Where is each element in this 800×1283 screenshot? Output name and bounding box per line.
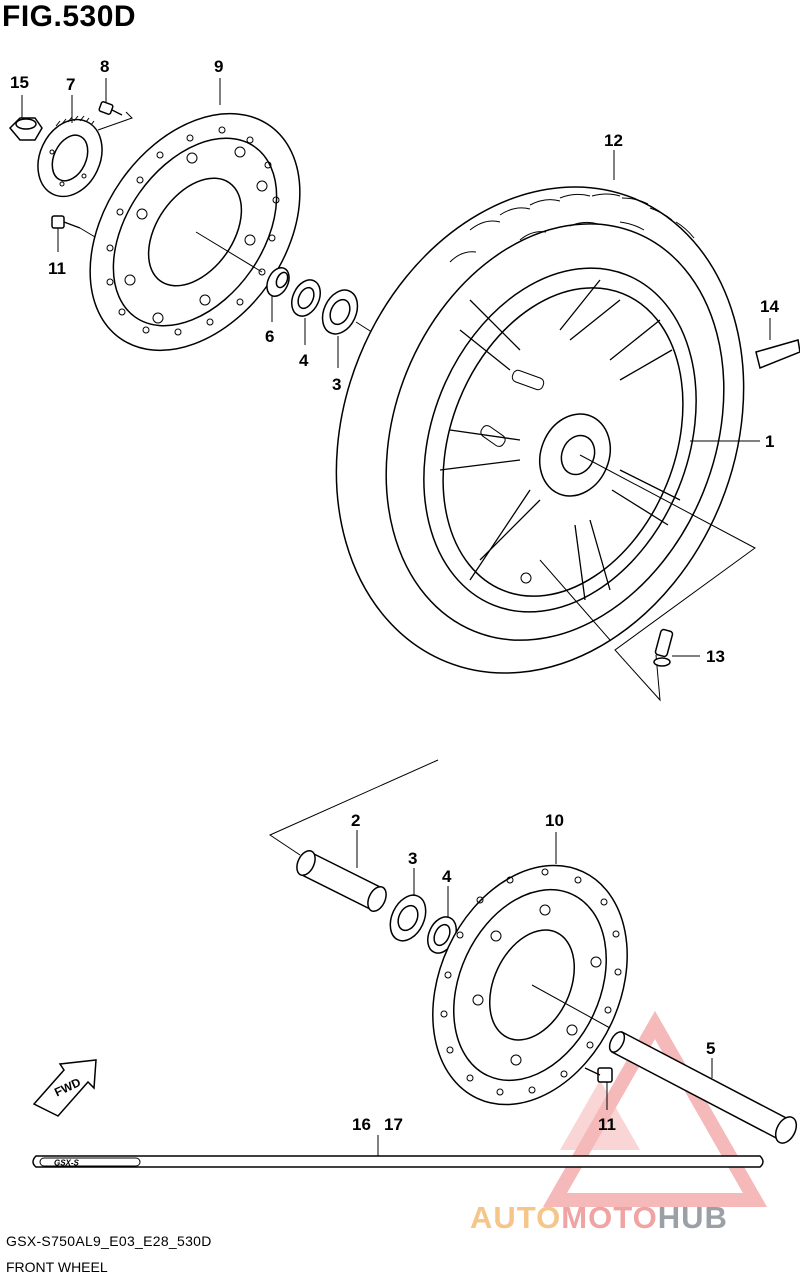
callout-4-lower: 4	[442, 867, 452, 886]
callout-10: 10	[545, 811, 564, 830]
wheel-rim-part-1	[423, 267, 760, 702]
callout-17: 17	[384, 1115, 403, 1134]
brake-disc-part-9	[89, 78, 301, 352]
callout-7: 7	[66, 75, 75, 94]
automotohub-logo-icon	[542, 1010, 768, 1207]
decal-logo-text: GSX-S	[54, 1159, 80, 1168]
watermark-moto: MOTO	[561, 1200, 658, 1235]
callout-8: 8	[100, 57, 109, 76]
figure-title: FIG.530D	[2, 0, 137, 33]
figure-name: FRONT WHEEL	[6, 1259, 108, 1275]
bolt-part-11-lower	[584, 1067, 613, 1110]
balance-weight-part-14	[755, 318, 800, 370]
watermark-text: AUTOMOTOHUB	[470, 1200, 728, 1236]
callout-11-lower: 11	[598, 1115, 616, 1134]
callout-5: 5	[706, 1039, 715, 1058]
callout-12: 12	[604, 131, 623, 150]
fwd-arrow-icon: FWD	[32, 1059, 97, 1117]
callout-1: 1	[765, 432, 774, 451]
sensor-ring-part-7	[37, 95, 103, 198]
brake-disc-part-10	[432, 832, 628, 1106]
callout-11-upper: 11	[48, 259, 66, 278]
watermark-auto: AUTO	[470, 1200, 562, 1235]
callout-9: 9	[214, 57, 223, 76]
oil-seal-part-4-upper	[290, 279, 322, 345]
callout-3-lower: 3	[408, 849, 417, 868]
callout-6: 6	[265, 327, 274, 346]
valve-part-13	[653, 628, 700, 667]
bearing-part-3-lower	[389, 868, 427, 942]
collar-part-6	[266, 267, 290, 322]
callout-15: 15	[10, 73, 29, 92]
tire-part-12	[335, 150, 745, 674]
axle-part-5	[608, 1030, 798, 1144]
callout-16: 16	[352, 1115, 371, 1134]
bearing-part-3-upper	[321, 289, 379, 368]
bolt-part-8	[97, 78, 133, 131]
callout-14: 14	[760, 297, 779, 316]
spacer-part-2	[268, 759, 439, 913]
decal-part-16-17: GSX-S	[32, 1135, 764, 1168]
callout-4-upper: 4	[299, 351, 309, 370]
callout-3-upper: 3	[332, 375, 341, 394]
model-code: GSX-S750AL9_E03_E28_530D	[6, 1233, 212, 1249]
callout-13: 13	[706, 647, 725, 666]
watermark-hub: HUB	[657, 1200, 728, 1235]
nut-part-15	[8, 95, 43, 141]
callout-2: 2	[351, 811, 360, 830]
